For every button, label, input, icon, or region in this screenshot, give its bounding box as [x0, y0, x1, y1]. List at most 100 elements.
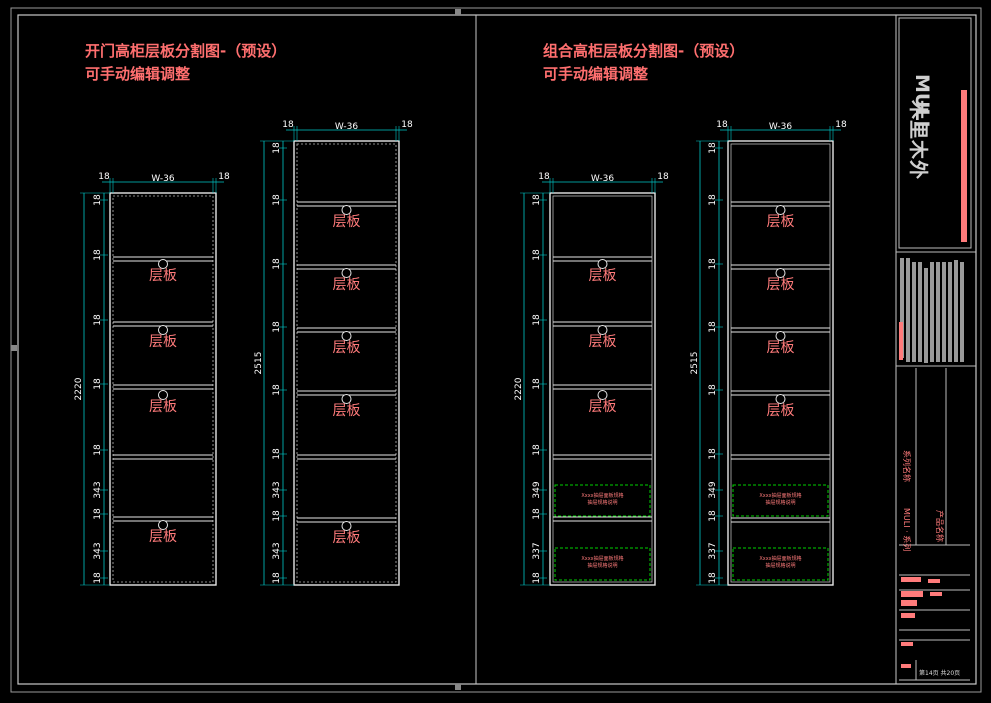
dim-text-segment: 18: [532, 508, 542, 520]
title-block-bar-accent: [899, 322, 903, 360]
drawer-text: 抽屉规格说明: [587, 499, 617, 506]
title-block-bar: [954, 260, 958, 362]
shelf-label: 层板: [589, 399, 617, 415]
dim-text-width: W-36: [591, 174, 615, 184]
dim-text-segment: 18: [272, 384, 282, 396]
cabinet-frame: [727, 140, 834, 586]
tb-fill: [901, 642, 913, 646]
shelf-pin-marker: [775, 205, 786, 215]
shelf-pin-marker: [775, 394, 786, 404]
dim-text-segment: 18: [708, 194, 718, 206]
cabinet-frame: [293, 140, 400, 586]
dim-text-segment: 18: [272, 194, 282, 206]
dim-text-segment: 343: [272, 542, 282, 559]
drawer-box: [732, 484, 829, 517]
dim-text-segment: 18: [272, 510, 282, 522]
shelf-label: 层板: [589, 268, 617, 284]
shelf-pin-marker: [597, 325, 608, 335]
dim-text-segment: 18: [93, 572, 103, 584]
title-block-bars: [899, 258, 964, 363]
shelf-label: 层板: [767, 340, 795, 356]
title-block-frame: [895, 14, 977, 685]
dim-text-segment: 18: [708, 572, 718, 584]
tb-fill: [930, 592, 942, 596]
tb-fill: [901, 613, 915, 618]
shelf-label: 层板: [333, 214, 361, 230]
dim-text-segment: 18: [93, 378, 103, 390]
shelf-pin-marker: [158, 325, 168, 335]
project-label: 系列名称: [902, 450, 912, 482]
dim-text-segment: 18: [93, 314, 103, 326]
dim-text-segment: 18: [708, 384, 718, 396]
dim-text-segment: 349: [708, 481, 718, 498]
dim-text-side: 18: [282, 120, 294, 130]
dim-text-segment: 18: [532, 194, 542, 206]
title-block-bar: [930, 262, 934, 362]
dim-text-segment: 18: [532, 378, 542, 390]
shelf-label: 层板: [149, 399, 177, 415]
dim-text-segment: 18: [532, 314, 542, 326]
dim-text-width: W-36: [151, 174, 175, 184]
shelf-label: 层板: [149, 529, 177, 545]
cabinet-frame: [549, 192, 656, 586]
dim-text-width: W-36: [769, 122, 793, 132]
drawer-text: Xxxx抽屉面板规格: [759, 492, 801, 499]
shelf-pin-marker: [341, 268, 352, 278]
dim-text-segment: 18: [708, 321, 718, 333]
title-block-bar: [936, 262, 940, 362]
drawer-text: 抽屉规格说明: [765, 562, 795, 569]
drawer-text: Xxxx抽屉面板规格: [581, 492, 623, 499]
title-block-bar: [906, 258, 910, 362]
logo-cell: [898, 17, 972, 249]
shelf-pin-marker: [597, 390, 608, 400]
shelf-label: 层板: [333, 530, 361, 546]
dim-text-segment: 18: [708, 142, 718, 154]
shelf-pin-marker: [775, 331, 786, 341]
title-block-bar: [912, 262, 916, 362]
left-title-line1: 开门高柜层板分割图-（预设）: [85, 42, 287, 60]
shelf-label: 层板: [767, 403, 795, 419]
title-block-bar: [924, 268, 928, 363]
tb-fill: [928, 579, 940, 583]
grip-top[interactable]: [455, 9, 461, 15]
grip-bottom[interactable]: [455, 684, 461, 690]
dim-text-total: 2220: [74, 377, 84, 400]
dim-text-segment: 18: [532, 572, 542, 584]
dim-text-segment: 18: [93, 249, 103, 261]
dim-text-segment: 18: [708, 258, 718, 270]
left-title-line2: 可手动编辑调整: [85, 65, 191, 83]
project-value: MULI · 系列: [902, 508, 912, 551]
shelf-pin-marker: [158, 390, 168, 400]
dim-text-side: 18: [657, 172, 669, 182]
shelf-label: 层板: [767, 214, 795, 230]
product-label: 产品名称: [935, 510, 945, 542]
shelf-pin-marker: [341, 205, 352, 215]
tb-fill: [901, 577, 921, 582]
tb-fill: [901, 664, 911, 668]
dim-text-side: 18: [218, 172, 230, 182]
title-block-bar: [942, 262, 946, 362]
drawer-box: [554, 547, 651, 581]
shelf-label: 层板: [149, 334, 177, 350]
dim-text-segment: 18: [708, 448, 718, 460]
dim-text-segment: 343: [93, 542, 103, 559]
title-block-bar: [900, 258, 904, 358]
shelf-pin-marker: [341, 394, 352, 404]
dim-text-side: 18: [835, 120, 847, 130]
dim-text-segment: 18: [93, 194, 103, 206]
page-info: 第14页 共20页: [919, 669, 960, 677]
title-block-bar: [960, 262, 964, 362]
dim-text-segment: 18: [532, 249, 542, 261]
shelf-pin-marker: [775, 268, 786, 278]
dim-text-side: 18: [716, 120, 728, 130]
right-title-line2: 可手动编辑调整: [543, 65, 649, 83]
drawer-box: [554, 484, 651, 517]
title-block-bar: [918, 262, 922, 362]
dim-text-side: 18: [401, 120, 413, 130]
dim-text-side: 18: [538, 172, 550, 182]
grip-left[interactable]: [11, 345, 17, 351]
dim-text-segment: 18: [272, 321, 282, 333]
cabinet-inner-frame: [296, 143, 397, 583]
title-block-bar: [948, 262, 952, 362]
